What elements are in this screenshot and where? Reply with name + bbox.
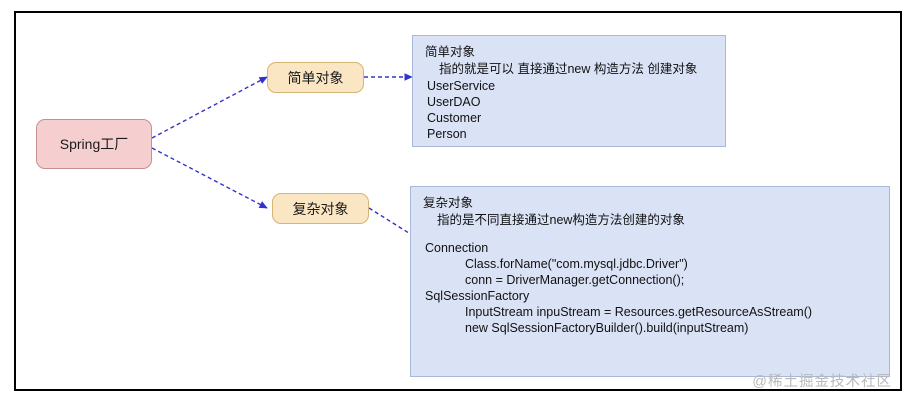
panel-complex-block-1-line-1: new SqlSessionFactoryBuilder().build(inp… [465, 321, 749, 335]
panel-complex-object: 复杂对象 指的是不同直接通过new构造方法创建的对象 Connection Cl… [410, 186, 890, 377]
panel-simple-item-3: Person [427, 127, 467, 141]
watermark: @稀土掘金技术社区 [752, 374, 892, 390]
panel-simple-title: 简单对象 [425, 45, 476, 59]
node-spring-factory[interactable]: Spring工厂 [36, 119, 152, 169]
panel-simple-item-0: UserService [427, 79, 496, 93]
panel-complex-block-1-line-0: InputStream inpuStream = Resources.getRe… [465, 305, 813, 319]
node-complex-object[interactable]: 复杂对象 [272, 193, 369, 224]
panel-simple-subtitle: 指的就是可以 直接通过new 构造方法 创建对象 [439, 62, 698, 76]
panel-complex-block-0-line-0: Class.forName("com.mysql.jdbc.Driver") [465, 257, 688, 271]
panel-simple-item-1: UserDAO [427, 95, 481, 109]
panel-complex-block-0-root: Connection [425, 241, 489, 255]
panel-complex-title: 复杂对象 [423, 196, 474, 210]
panel-complex-spacer [423, 229, 879, 240]
panel-complex-block-0-line-1: conn = DriverManager.getConnection(); [465, 273, 685, 287]
panel-simple-item-2: Customer [427, 111, 482, 125]
node-spring-factory-label: Spring工厂 [59, 136, 129, 152]
panel-complex-subtitle: 指的是不同直接通过new构造方法创建的对象 [437, 213, 685, 227]
node-simple-object-label: 简单对象 [287, 69, 344, 86]
panel-simple-object: 简单对象 指的就是可以 直接通过new 构造方法 创建对象 UserServic… [412, 35, 726, 147]
panel-complex-block-1-root: SqlSessionFactory [425, 289, 530, 303]
node-complex-object-label: 复杂对象 [292, 200, 349, 217]
outer-frame [14, 11, 902, 391]
node-simple-object[interactable]: 简单对象 [267, 62, 364, 93]
